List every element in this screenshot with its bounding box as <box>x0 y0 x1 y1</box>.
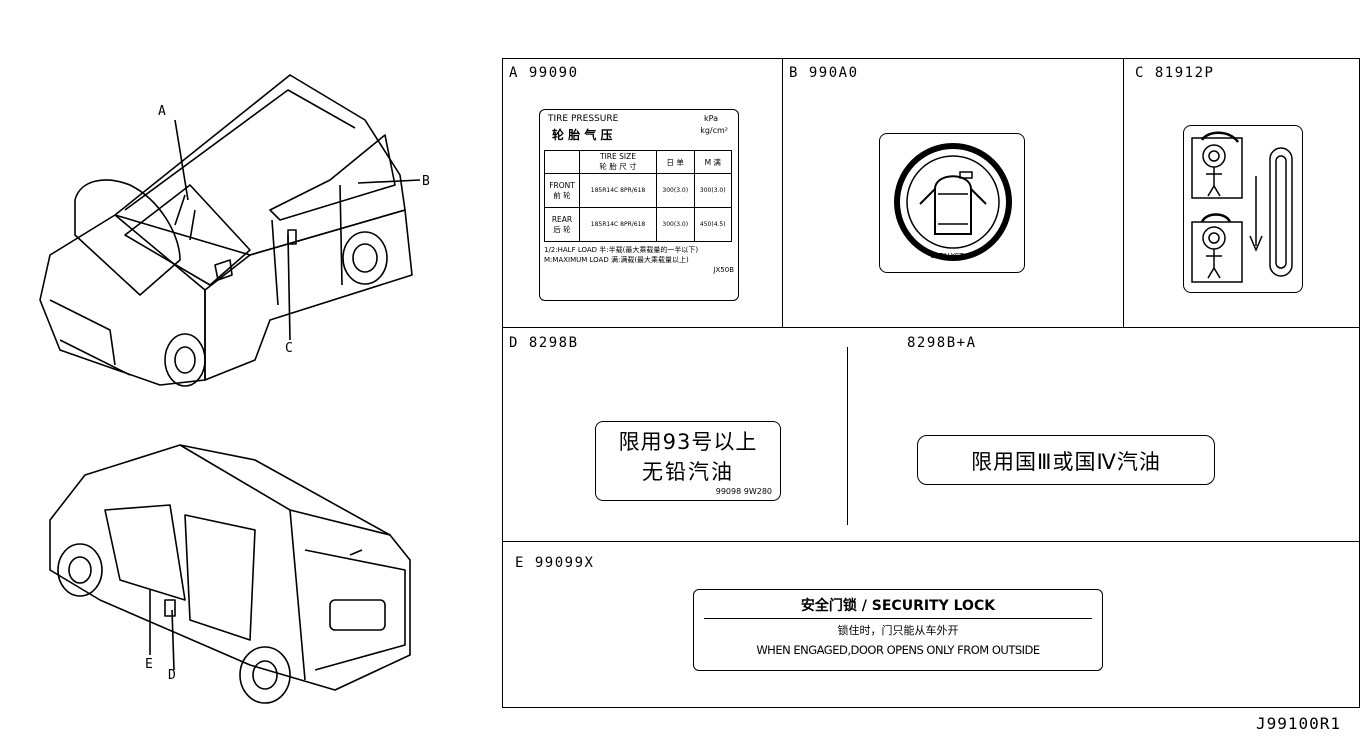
child-lock-label <box>1183 125 1303 293</box>
catalyst-label: CATALYST <box>879 133 1025 273</box>
callout-a: A <box>158 104 167 119</box>
hdr-half: 日 单 <box>656 150 695 174</box>
child-lock-icon <box>1191 131 1293 283</box>
tire-note-half: 1/2:HALF LOAD 半:半载(最大乘载量的一半以下) <box>544 246 699 254</box>
part-code-d2: 8298B+A <box>907 335 977 351</box>
hdr-max: M 满 <box>693 150 732 174</box>
catalyst-car-icon <box>894 143 1012 261</box>
callout-b: B <box>422 174 431 189</box>
tire-title-cn: 轮 胎 气 压 <box>552 128 613 142</box>
security-cn-text: 锁住时，门只能从车外开 <box>837 624 959 637</box>
tire-title-en: TIRE PRESSURE <box>548 114 619 124</box>
fuel-label-93-code: 99098 9W280 <box>715 487 772 496</box>
part-code-e: E 99099X <box>515 555 595 571</box>
hdr-tire-size-cn: 轮 胎 尺 寸 <box>599 162 637 171</box>
van-rear-illustration <box>49 444 411 704</box>
fuel-label-93: 限用93号以上 无铅汽油 99098 9W280 <box>595 421 781 501</box>
unit-kpa: kPa <box>704 114 718 123</box>
tire-note-max: M:MAXIMUM LOAD 满:满载(最大乘载量以上) <box>544 256 689 264</box>
row-front: FRONT <box>549 180 575 190</box>
fuel-label-emission: 限用国Ⅲ或国Ⅳ汽油 <box>917 435 1215 485</box>
rear-size: 185R14C 8PR/618 <box>579 207 657 242</box>
row-rear: REAR <box>551 214 573 224</box>
part-code-c: C 81912P <box>1135 65 1215 81</box>
part-code-d: D 8298B <box>509 335 579 351</box>
tire-label-code: JX50B <box>713 266 734 274</box>
fuel-label-93-line2: 无铅汽油 <box>642 460 734 484</box>
callout-c: C <box>285 341 294 356</box>
fuel-label-93-line1: 限用93号以上 <box>618 430 758 454</box>
diagram-reference: J99100R1 <box>1256 714 1342 733</box>
front-max: 300(3.0) <box>693 173 732 208</box>
unit-kgcm: kg/cm² <box>700 126 728 135</box>
callout-e: E <box>145 657 154 672</box>
fuel-label-emission-text: 限用国Ⅲ或国Ⅳ汽油 <box>971 450 1161 474</box>
part-code-a: A 99090 <box>509 65 579 81</box>
row-rear-cn: 后 轮 <box>553 224 571 234</box>
security-title: 安全门锁 / SECURITY LOCK <box>800 598 996 614</box>
van-front-illustration <box>39 74 421 387</box>
security-en-text: WHEN ENGAGED,DOOR OPENS ONLY FROM OUTSID… <box>756 643 1040 657</box>
callout-d: D <box>168 668 177 683</box>
front-size: 185R14C 8PR/618 <box>579 173 657 208</box>
rear-max: 450(4.5) <box>693 207 732 242</box>
front-half: 300(3.0) <box>656 173 695 208</box>
catalyst-text: CATALYST <box>930 252 964 260</box>
row-front-cn: 前 轮 <box>553 190 571 200</box>
security-lock-label: 安全门锁 / SECURITY LOCK 锁住时，门只能从车外开 WHEN EN… <box>693 589 1103 671</box>
tire-pressure-label: TIRE PRESSURE 轮 胎 气 压 kPa kg/cm² TIRE SI… <box>539 109 739 301</box>
hdr-tire-size: TIRE SIZE <box>600 152 636 161</box>
part-code-b: B 990A0 <box>789 65 859 81</box>
parts-grid: A 99090 TIRE PRESSURE 轮 胎 气 压 kPa kg/cm²… <box>502 58 1360 708</box>
rear-half: 300(3.0) <box>656 207 695 242</box>
